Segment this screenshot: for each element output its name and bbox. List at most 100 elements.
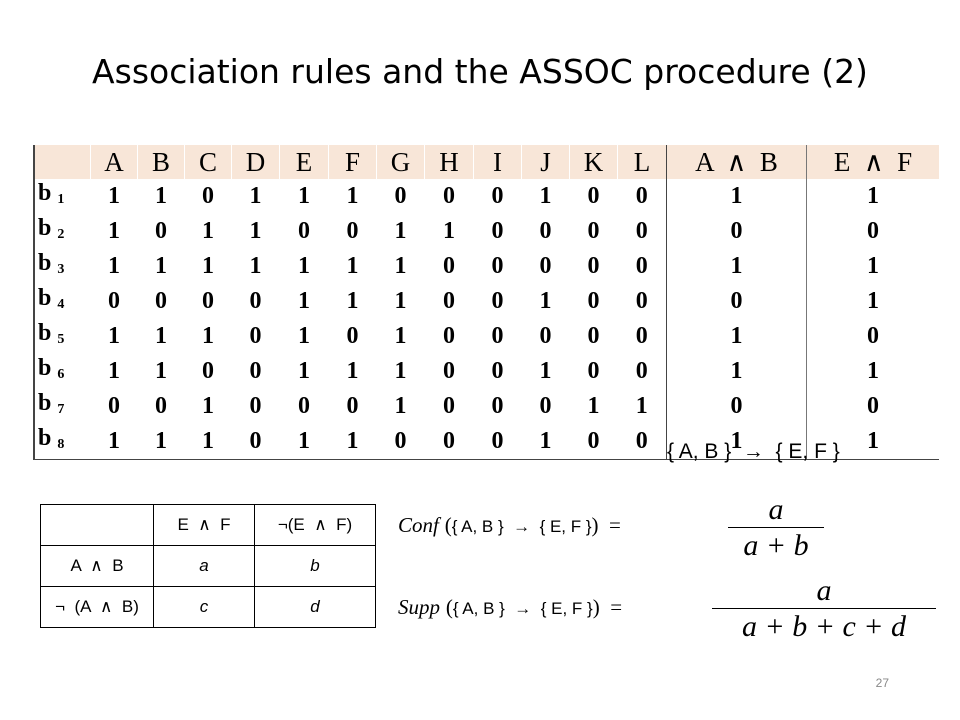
table-cell-e-and-f: 1 <box>806 249 939 284</box>
table-cell: 0 <box>443 253 455 279</box>
contingency-table: E ∧ F ¬(E ∧ F) A ∧ B a b ¬ (A ∧ B) c d <box>40 504 376 628</box>
table-cell: 1 <box>249 218 262 244</box>
col-header: D <box>231 145 280 179</box>
table-cell: 1 <box>298 323 310 349</box>
table-cell: 1 <box>346 358 359 384</box>
row-label-text: b <box>38 355 52 381</box>
table-cell-e-and-f: 0 <box>806 389 939 424</box>
table-cell: 1 <box>298 288 310 314</box>
row-label-sub: 6 <box>57 367 65 382</box>
supp-denominator: a + b + c + d <box>741 610 907 643</box>
col-header: E <box>279 145 329 179</box>
conf-formula: Conf ({ A, B } → { E, F }) = <box>398 513 621 538</box>
table-cell: 0 <box>249 323 262 349</box>
col-header: B <box>137 145 185 179</box>
table-cell: 1 <box>155 183 167 209</box>
table-cell-e-and-f: 1 <box>806 354 939 389</box>
table-cell: 1 <box>587 393 600 419</box>
col-header-a-and-b: A ∧ B <box>666 145 807 179</box>
table-cell: 1 <box>539 358 552 384</box>
table-cell-a-and-b: 1 <box>666 424 807 460</box>
table-cell: 0 <box>298 218 310 244</box>
conf-argument: { A, B } → { E, F } <box>451 517 592 536</box>
table-cell: 1 <box>108 323 120 349</box>
col-header: J <box>521 145 570 179</box>
table-cell: 0 <box>635 183 648 209</box>
table-cell: 1 <box>249 253 262 279</box>
table-cell: 1 <box>394 218 407 244</box>
close-paren-equals: ) = <box>592 595 623 619</box>
contingency-row-label: A ∧ B <box>40 545 154 587</box>
table-cell: 0 <box>587 288 600 314</box>
table-cell: 0 <box>394 183 407 209</box>
contingency-cell: c <box>153 586 255 628</box>
contingency-corner <box>40 504 154 546</box>
page-number: 27 <box>875 676 889 690</box>
table-cell: 1 <box>249 183 262 209</box>
table-cell: 0 <box>539 218 552 244</box>
table-cell: 0 <box>539 393 552 419</box>
table-cell: 1 <box>521 424 570 460</box>
table-row: A ∧ B a b <box>40 545 376 587</box>
table-cell-e-and-f: 1 <box>806 179 939 214</box>
table-cell-e-and-f: 1 <box>806 424 939 460</box>
rule-caption: { A, B } → { E, F } <box>667 440 840 463</box>
conf-fraction: a a + b <box>728 493 824 564</box>
table-cell: 0 <box>491 218 504 244</box>
table-cell-a-and-b: 0 <box>666 284 807 319</box>
table-cell: 0 <box>108 393 120 419</box>
table-cell: 0 <box>231 424 280 460</box>
contingency-cell: b <box>254 545 376 587</box>
table-cell: 0 <box>346 393 359 419</box>
table-cell: 0 <box>202 358 214 384</box>
table-cell: 0 <box>155 393 167 419</box>
table-cell: 0 <box>491 358 504 384</box>
contingency-row-label: ¬ (A ∧ B) <box>40 586 154 628</box>
table-cell: 0 <box>539 323 552 349</box>
table-cell: 0 <box>587 218 600 244</box>
table-cell: 0 <box>376 424 425 460</box>
table-cell: 1 <box>108 253 120 279</box>
table-header-row: A B C D E F G H I J K L A ∧ B E ∧ F <box>33 145 939 179</box>
contingency-header: E ∧ F <box>153 504 255 546</box>
supp-fraction: a a + b + c + d <box>712 574 936 645</box>
table-cell-a-and-b: 1 <box>666 249 807 284</box>
table-cell: 1 <box>202 253 214 279</box>
table-cell: 0 <box>249 288 262 314</box>
table-cell: 0 <box>491 253 504 279</box>
table-cell: 0 <box>539 253 552 279</box>
supp-formula: Supp ({ A, B } → { E, F }) = <box>398 595 622 620</box>
supp-label: Supp <box>398 595 440 619</box>
row-label-sub: 5 <box>57 332 65 347</box>
table-cell: 0 <box>635 253 648 279</box>
table-cell: 1 <box>328 424 377 460</box>
table-cell: 1 <box>346 183 359 209</box>
table-cell-a-and-b: 1 <box>666 319 807 354</box>
table-cell: 0 <box>635 288 648 314</box>
table-cell: 1 <box>635 393 648 419</box>
table-row: ¬ (A ∧ B) c d <box>40 586 376 628</box>
conf-label: Conf <box>398 513 439 537</box>
fraction-bar <box>712 608 936 609</box>
open-paren: ( <box>445 595 453 619</box>
table-cell: 0 <box>587 323 600 349</box>
table-cell: 1 <box>298 253 310 279</box>
table-cell: 1 <box>539 288 552 314</box>
table-cell: 1 <box>90 424 138 460</box>
table-cell: 1 <box>202 323 214 349</box>
table-cell: 1 <box>155 253 167 279</box>
table-cell: 1 <box>443 218 455 244</box>
table-cell: 1 <box>155 358 167 384</box>
table-cell: 0 <box>635 218 648 244</box>
table-cell: 0 <box>249 393 262 419</box>
table-cell: 1 <box>394 358 407 384</box>
